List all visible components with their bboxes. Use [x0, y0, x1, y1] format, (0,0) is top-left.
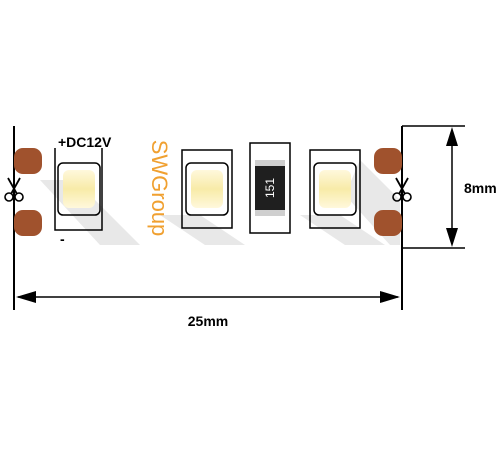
polarity-minus-label: - — [60, 231, 65, 247]
brand-logo: SWGroup — [147, 140, 172, 237]
solder-pad — [374, 210, 402, 236]
smd-resistor — [249, 142, 291, 234]
solder-pad — [14, 148, 42, 174]
length-dimension-arrow — [16, 291, 400, 303]
solder-pad — [374, 148, 402, 174]
cut-scissors-icon — [4, 177, 24, 202]
width-dimension-arrow — [446, 127, 458, 247]
cut-scissors-icon — [392, 177, 412, 202]
smd-led — [181, 149, 233, 229]
polarity-plus-label: +DC12V — [58, 134, 112, 150]
width-label: 8mm — [464, 180, 497, 196]
length-label: 25mm — [188, 313, 228, 329]
smd-led — [309, 149, 361, 229]
solder-pad — [14, 210, 42, 236]
smd-led — [54, 148, 103, 231]
resistor-code: 151 — [263, 178, 277, 198]
shadow-stripe — [300, 215, 385, 245]
